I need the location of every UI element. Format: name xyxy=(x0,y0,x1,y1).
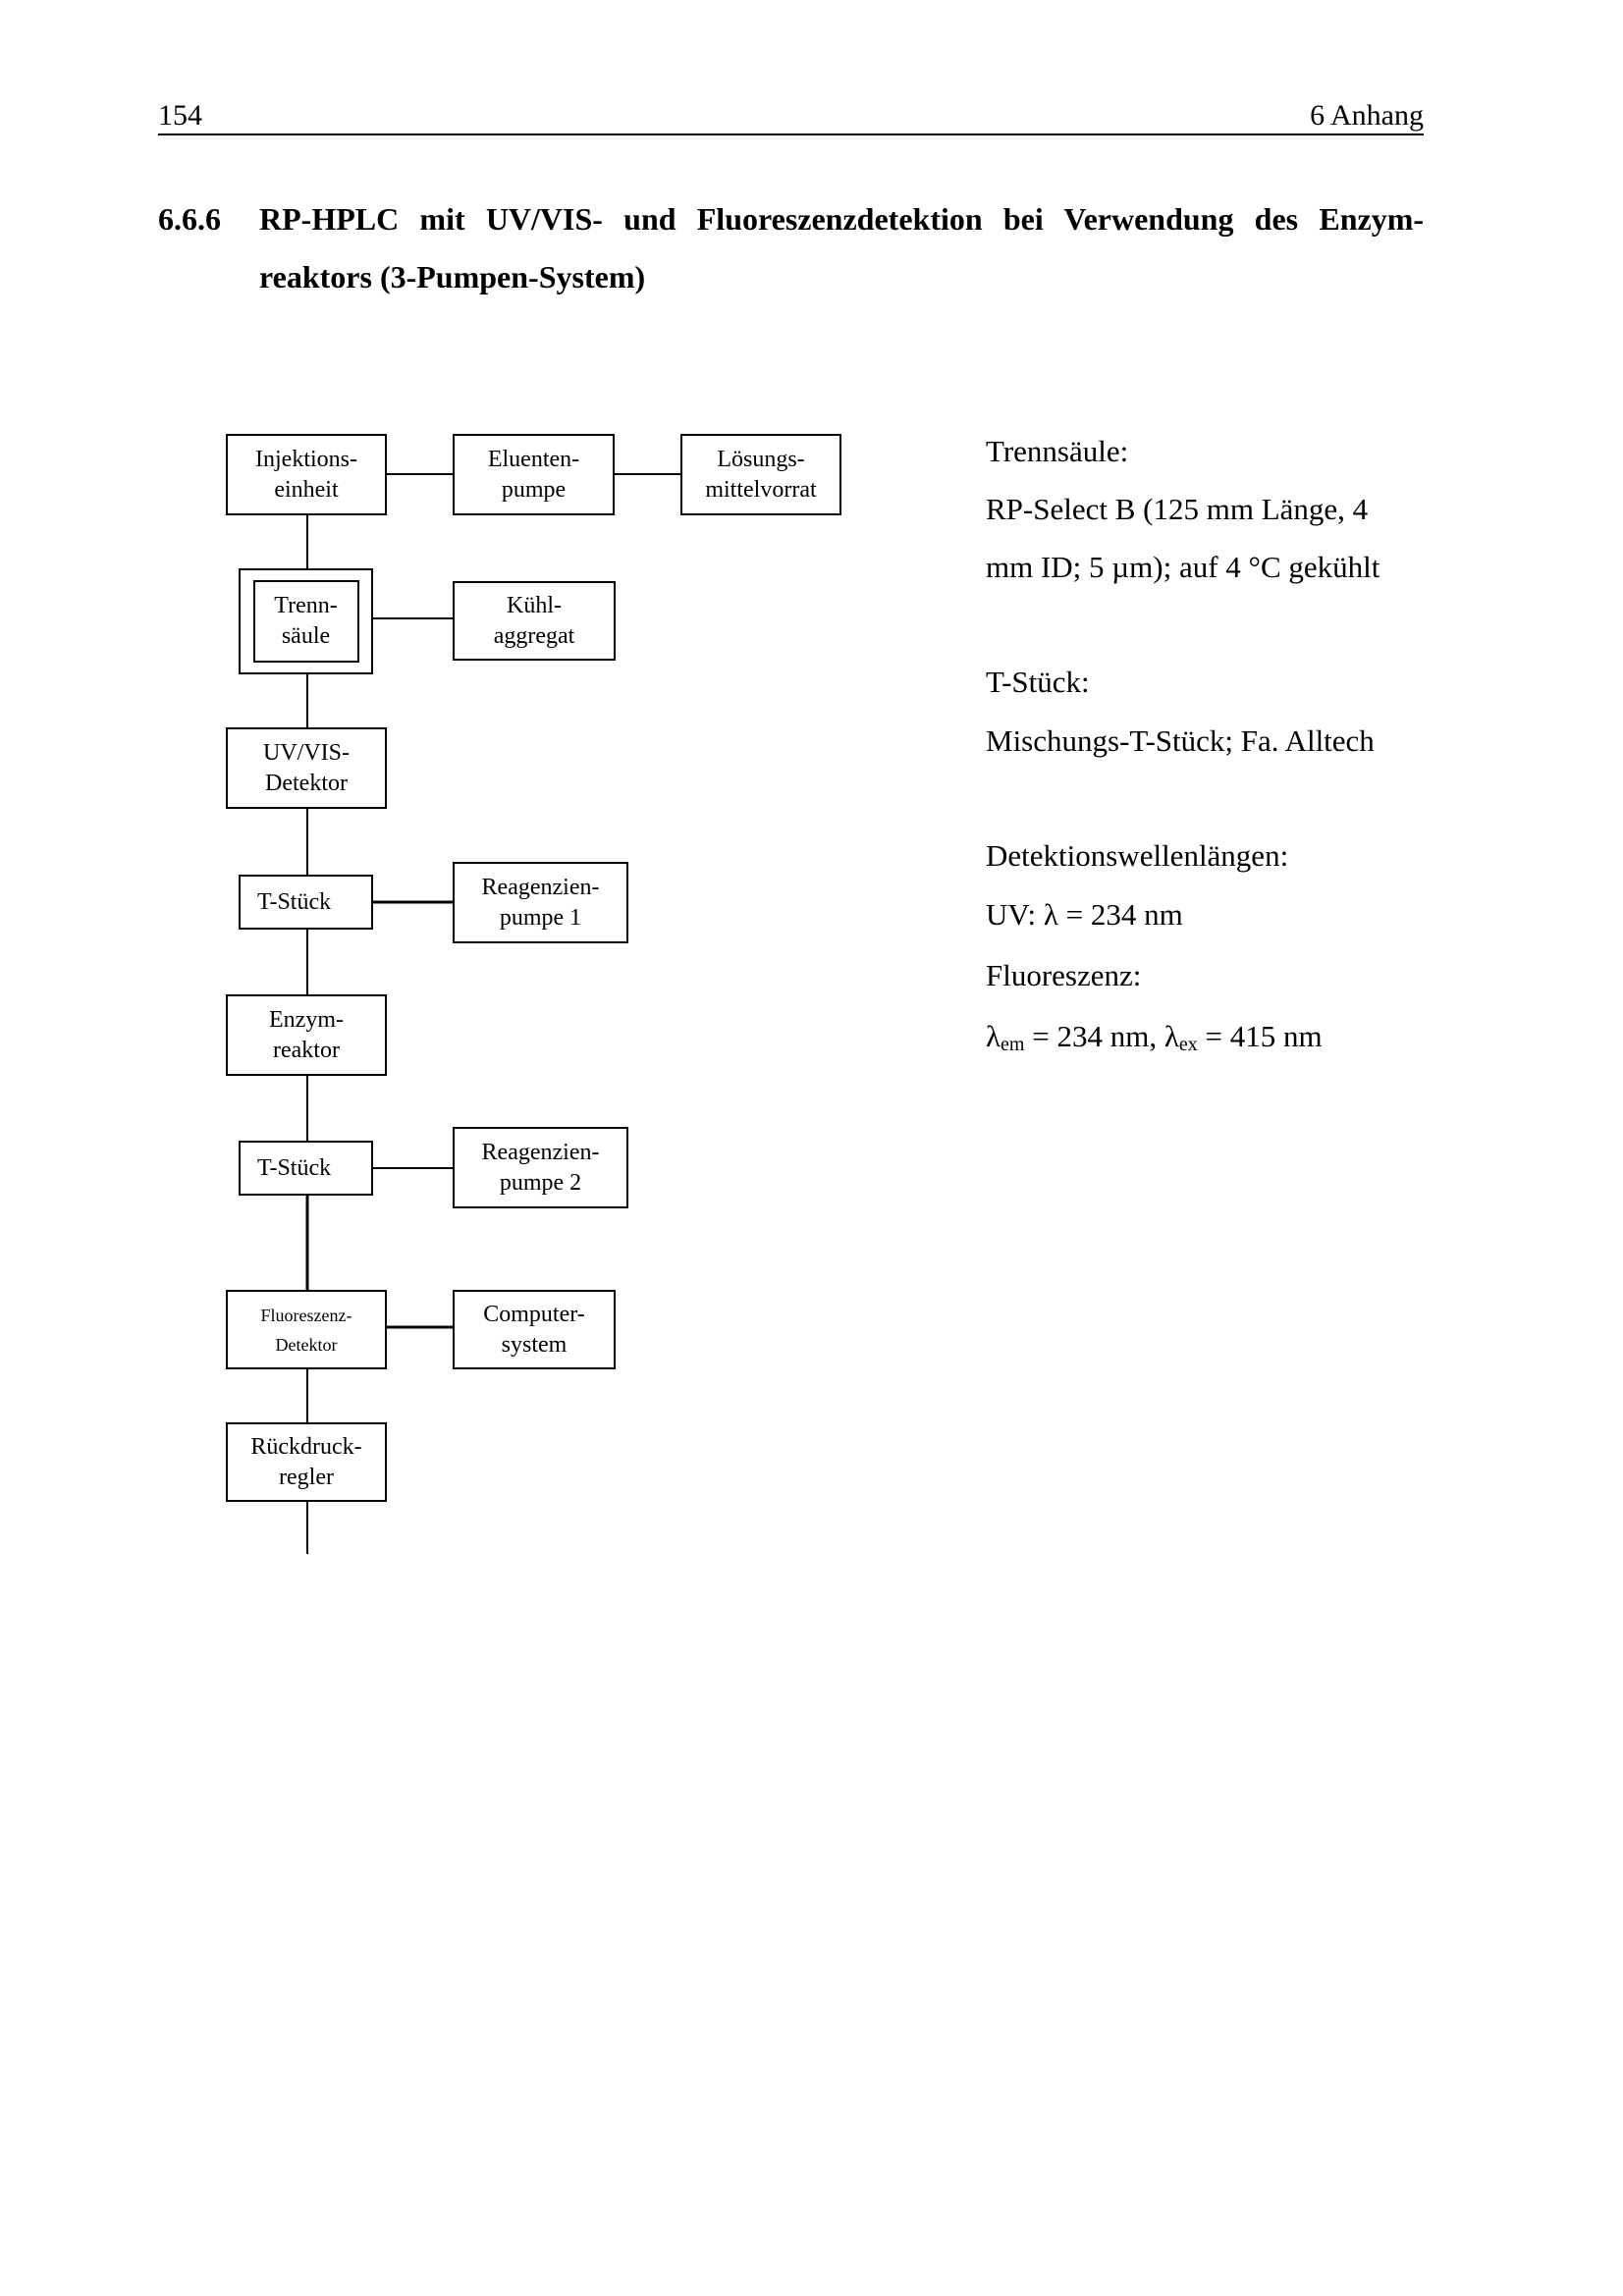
text: T-Stück xyxy=(257,1154,332,1181)
header-rule xyxy=(158,133,1424,135)
text: Reagenzien- xyxy=(481,1139,600,1165)
text: UV/VIS- xyxy=(263,739,350,766)
box-reagenzienpumpe-2: Reagenzien-pumpe 2 xyxy=(453,1127,628,1208)
text: ex xyxy=(1178,1034,1198,1055)
box-injektionseinheit: Injektions-einheit xyxy=(226,434,387,515)
text: Computer- xyxy=(483,1301,585,1327)
text: T-Stück xyxy=(257,888,332,915)
box-kuehlaggregat: Kühl-aggregat xyxy=(453,581,616,661)
box-computersystem: Computer-system xyxy=(453,1290,616,1369)
box-fluoreszenz-detektor: Fluoreszenz- Detektor xyxy=(226,1290,387,1369)
text: Detektor xyxy=(265,770,348,796)
chapter-title: 6 Anhang xyxy=(1310,99,1424,132)
page-number: 154 xyxy=(158,99,202,132)
text: Lösungs- xyxy=(717,446,805,472)
text: Detektor xyxy=(275,1334,338,1355)
text: säule xyxy=(281,623,331,649)
box-eluentenpumpe: Eluenten-pumpe xyxy=(453,434,615,515)
note-fluoreszenz-label: Fluoreszenz: xyxy=(986,958,1142,992)
section-title-line2: reaktors (3-Pumpen-System) xyxy=(259,259,646,294)
box-trennsaeule: Trenn-säule xyxy=(252,580,359,663)
text: λ xyxy=(986,1019,1001,1053)
note-tstueck-value: Mischungs-T-Stück; Fa. Alltech xyxy=(986,723,1375,758)
text: Rückdruck- xyxy=(250,1433,362,1460)
text: aggregat xyxy=(493,622,575,649)
text: λ xyxy=(1163,1019,1179,1053)
text: mittelvorrat xyxy=(705,476,817,503)
text: pumpe 2 xyxy=(499,1169,582,1196)
text: Trenn- xyxy=(274,593,338,618)
box-t-stueck-2: T-Stück xyxy=(239,1141,373,1196)
note-tstueck-label: T-Stück: xyxy=(986,665,1090,699)
box-uvvis-detektor: UV/VIS- Detektor xyxy=(226,727,387,809)
text: = 234 nm, xyxy=(1024,1019,1164,1053)
box-t-stueck-1: T-Stück xyxy=(239,875,373,930)
text: Reagenzien- xyxy=(481,874,600,900)
text: Enzym- xyxy=(269,1006,344,1033)
note-uv-wavelength: UV: λ = 234 nm xyxy=(986,897,1183,932)
text: Kühl- xyxy=(507,592,562,618)
note-trennsaeule-line1: RP-Select B (125 mm Länge, 4 xyxy=(986,492,1369,526)
text: reaktor xyxy=(273,1037,340,1063)
section-title-line1: RP-HPLC mit UV/VIS- und Fluoreszenzdetek… xyxy=(259,201,1424,237)
text: Eluenten- xyxy=(487,446,580,472)
box-trennsaeule-outer: Trenn-säule xyxy=(239,568,373,674)
box-reagenzienpumpe-1: Reagenzien-pumpe 1 xyxy=(453,862,628,943)
text: em xyxy=(1001,1034,1025,1055)
text: = 415 nm xyxy=(1197,1019,1323,1053)
text: system xyxy=(501,1331,568,1358)
box-enzymreaktor: Enzym-reaktor xyxy=(226,994,387,1076)
note-detection-label: Detektionswellenlängen: xyxy=(986,838,1289,873)
text: Fluoreszenz- xyxy=(260,1305,352,1325)
note-trennsaeule-label: Trennsäule: xyxy=(986,434,1129,468)
section-number: 6.6.6 xyxy=(158,201,221,237)
note-fluoreszenz-wavelengths: λem = 234 nm, λex = 415 nm xyxy=(986,1019,1323,1056)
text: pumpe 1 xyxy=(499,904,582,931)
note-trennsaeule-line2: mm ID; 5 µm); auf 4 °C gekühlt xyxy=(986,550,1380,584)
text: pumpe xyxy=(501,476,567,503)
text: Injektions- xyxy=(255,446,357,472)
box-rueckdruckregler: Rückdruck-regler xyxy=(226,1422,387,1502)
text: regler xyxy=(279,1464,334,1490)
text: einheit xyxy=(274,476,339,503)
box-loesungsmittelvorrat: Lösungs-mittelvorrat xyxy=(680,434,841,515)
